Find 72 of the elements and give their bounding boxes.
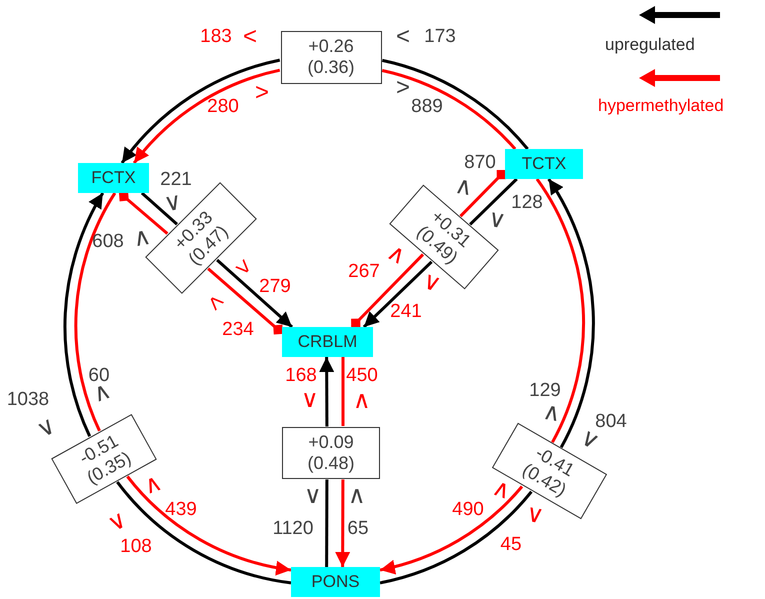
correlation-value: +0.09 [308, 432, 354, 453]
arrow [216, 258, 293, 328]
brain-region-box [282, 327, 373, 357]
count-label: 490 [452, 500, 484, 520]
direction-mark: ∨ [304, 484, 322, 508]
arrow [64, 192, 104, 437]
arrow [335, 480, 350, 567]
region-name: PONS [311, 572, 360, 592]
count-label: 129 [529, 381, 561, 401]
arrow [132, 68, 280, 164]
direction-mark: ∧ [140, 470, 166, 500]
count-label: 804 [595, 412, 627, 432]
direction-mark: ∨ [301, 388, 319, 412]
direction-mark: ∨ [524, 502, 546, 528]
arrow [120, 58, 280, 164]
direction-mark: ∨ [104, 507, 132, 537]
direction-mark: ∧ [131, 224, 153, 252]
direction-mark: ∨ [419, 268, 445, 298]
arrow [319, 357, 334, 426]
count-label: 450 [346, 366, 378, 386]
legend-label: upregulated [605, 35, 695, 55]
count-label: 168 [285, 366, 317, 386]
direction-mark: > [230, 254, 256, 282]
count-label: 889 [411, 97, 443, 117]
count-label: 65 [347, 519, 369, 539]
region-name: FCTX [91, 168, 136, 188]
count-label: 108 [120, 537, 152, 557]
correlation-box [280, 30, 382, 84]
count-label: 267 [348, 262, 380, 282]
correlation-box [282, 427, 380, 479]
brain-region-box [78, 163, 149, 193]
count-label: 280 [207, 97, 239, 117]
arrow [380, 485, 524, 574]
correlation-value: +0.26 [308, 36, 354, 57]
direction-mark: > [396, 76, 410, 100]
count-label: 234 [222, 320, 254, 340]
region-name: CRBLM [298, 332, 358, 352]
direction-mark: ∨ [486, 206, 508, 234]
brain-region-box [505, 149, 583, 179]
count-label: 279 [259, 277, 291, 297]
legend-label: hypermethylated [598, 96, 724, 116]
count-label: 60 [88, 366, 110, 386]
count-label: 608 [92, 232, 124, 252]
correlation-value: (0.48) [307, 453, 355, 474]
count-label: 45 [500, 535, 522, 555]
direction-mark: ∧ [383, 240, 411, 270]
direction-mark: ∧ [453, 174, 475, 200]
count-label: 439 [165, 500, 197, 520]
count-label: 221 [160, 170, 192, 190]
count-label: 241 [390, 302, 422, 322]
arrow [126, 475, 292, 575]
correlation-value: (0.36) [307, 57, 355, 78]
count-label: 128 [511, 193, 543, 213]
direction-mark: ∨ [162, 190, 184, 216]
direction-mark: < [202, 290, 228, 316]
direction-mark: > [255, 81, 269, 105]
direction-mark: ∧ [541, 400, 563, 426]
direction-mark: < [243, 25, 257, 49]
direction-mark: ∨ [33, 413, 61, 443]
brain-region-box [291, 567, 380, 597]
direction-mark: ∧ [489, 476, 515, 504]
count-label: 870 [464, 153, 496, 173]
direction-mark: ∧ [353, 389, 371, 413]
direction-mark: ∧ [348, 484, 366, 508]
direction-mark: < [396, 25, 410, 49]
count-label: 183 [200, 27, 232, 47]
arrow [547, 178, 595, 448]
count-label: 1038 [6, 390, 50, 410]
count-label: 173 [424, 27, 456, 47]
arrow [362, 260, 433, 328]
region-name: TCTX [522, 154, 566, 174]
count-label: 1120 [272, 519, 314, 539]
